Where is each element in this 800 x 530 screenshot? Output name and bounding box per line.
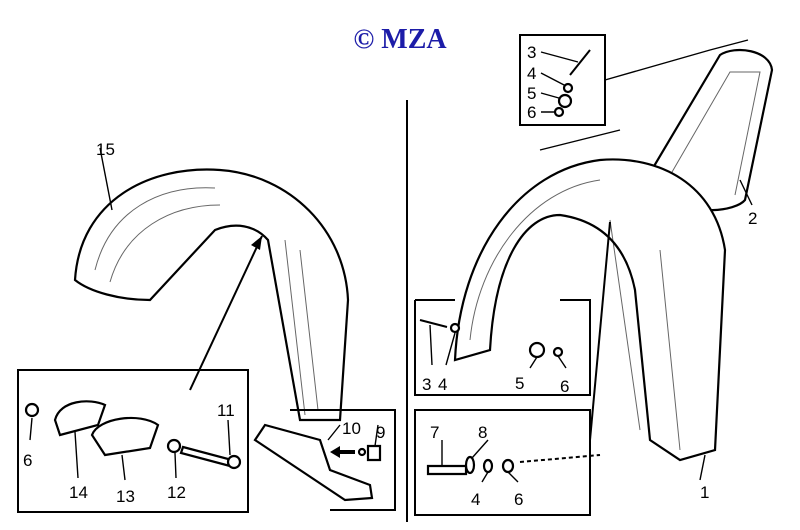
label-4: 4	[438, 375, 447, 394]
label-12: 12	[167, 483, 186, 502]
mid-inset-labels: 3 4 5 6	[422, 374, 569, 396]
label-3: 3	[422, 375, 431, 394]
front-fender	[73, 147, 350, 422]
arrow-head	[251, 236, 262, 250]
label-15: 15	[96, 140, 115, 159]
label-8: 8	[478, 423, 487, 442]
label-14: 14	[69, 483, 88, 502]
label-7: 7	[430, 423, 439, 442]
label-13: 13	[116, 487, 135, 506]
bottom-right-inset-labels: 7 8 4 6	[430, 423, 523, 509]
label-4: 4	[471, 490, 480, 509]
label-6: 6	[560, 377, 569, 396]
label-2: 2	[748, 209, 757, 228]
left-inset-labels: 6 14 13 12 11	[23, 401, 235, 506]
label-1: 1	[700, 483, 709, 502]
copyright-text: © MZA	[353, 24, 447, 55]
label-4: 4	[527, 64, 536, 83]
label-10: 10	[342, 419, 361, 438]
bracket-inset-box	[290, 409, 396, 511]
top-inset-labels: 3 4 5 6	[527, 43, 536, 122]
label-5: 5	[515, 374, 524, 393]
label-9: 9	[376, 423, 385, 442]
label-6: 6	[527, 103, 536, 122]
mid-inset-box	[414, 299, 591, 396]
label-3: 3	[527, 43, 536, 62]
label-5: 5	[527, 84, 536, 103]
label-11: 11	[217, 401, 235, 420]
label-6: 6	[23, 451, 32, 470]
bottom-right-inset-box	[414, 409, 591, 516]
label-6: 6	[514, 490, 523, 509]
bracket-inset-labels: 10 9	[342, 419, 385, 442]
pointer-arrow	[189, 235, 263, 391]
left-inset-box	[17, 369, 249, 513]
